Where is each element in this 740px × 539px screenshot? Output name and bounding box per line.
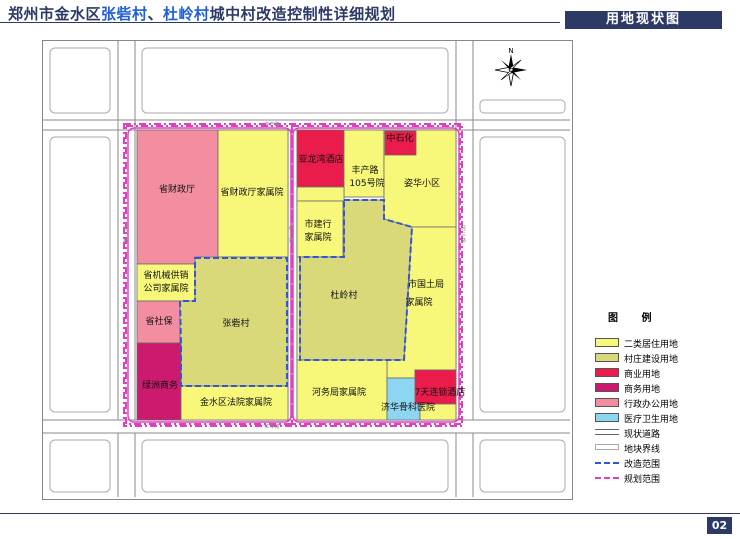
parcel-south-strip bbox=[419, 403, 457, 421]
parcel-fayuan-residential bbox=[180, 385, 289, 421]
label-guotu-line2: 家属院 bbox=[405, 298, 433, 308]
label-fengchan-line2: 105号院 bbox=[349, 179, 385, 189]
legend-label: 改造范围 bbox=[624, 460, 661, 470]
label-jianhang-line2: 家属院 bbox=[304, 233, 332, 243]
legend-label: 二类居住用地 bbox=[624, 340, 679, 350]
page-title: 郑州市金水区张砦村、杜岭村城中村改造控制性详细规划 bbox=[8, 5, 396, 23]
parcel-hewu-residential bbox=[296, 359, 388, 421]
legend-label: 规划范围 bbox=[624, 475, 661, 485]
plan-boundary-east bbox=[291, 125, 461, 425]
label-zihua: 姿华小区 bbox=[403, 179, 441, 189]
renovation-boundary-duling bbox=[299, 199, 414, 361]
legend-label: 行政办公用地 bbox=[624, 400, 679, 410]
label-qitian: 7天连锁酒店 bbox=[414, 388, 466, 398]
road-label-west: 经一路 bbox=[123, 226, 129, 244]
parcel-qitian bbox=[414, 369, 457, 405]
label-duling: 杜岭村 bbox=[330, 291, 358, 301]
outer-blocks bbox=[49, 47, 566, 493]
legend-swatch bbox=[595, 477, 619, 479]
footer-rule bbox=[0, 513, 740, 514]
label-lvzhou: 绿洲商务 bbox=[141, 381, 179, 391]
parcel-caizhengting bbox=[136, 129, 219, 265]
legend-label: 地块界线 bbox=[624, 445, 661, 455]
label-jihua: 济华骨科医院 bbox=[380, 403, 436, 413]
page-number: 02 bbox=[707, 517, 732, 534]
legend-swatch bbox=[595, 338, 619, 347]
legend-swatch bbox=[595, 444, 619, 450]
road-label-south: 红专路 bbox=[264, 424, 280, 430]
renovation-boundary-zhangzhai bbox=[178, 257, 288, 387]
label-jianhang-line1: 市建行 bbox=[304, 220, 332, 230]
label-jixie-line2: 公司家属院 bbox=[143, 284, 189, 294]
label-caizhengting-residential: 省财政厅家属院 bbox=[220, 188, 284, 198]
label-yalongwan: 亚龙湾酒店 bbox=[298, 155, 344, 165]
legend-swatch bbox=[595, 429, 619, 435]
legend-swatch bbox=[595, 413, 619, 422]
legend-swatch bbox=[595, 368, 619, 377]
legend-label: 医疗卫生用地 bbox=[624, 415, 679, 425]
label-shebao: 省社保 bbox=[145, 317, 173, 327]
legend-label: 现状道路 bbox=[624, 430, 661, 440]
land-parcels bbox=[136, 129, 457, 421]
north-label: N bbox=[508, 47, 513, 55]
legend-label: 村庄建设用地 bbox=[624, 355, 679, 365]
label-zhongshihua: 中石化 bbox=[386, 134, 414, 144]
parcel-caizhengting-residential bbox=[217, 129, 289, 258]
label-zhangzhai: 张砦村 bbox=[222, 319, 250, 329]
road-label-north: 丰产路 bbox=[264, 122, 280, 128]
section-label: 用地现状图 bbox=[565, 11, 722, 29]
road-label-east: 经三路 bbox=[461, 226, 467, 244]
label-fayuan: 金水区法院家属院 bbox=[199, 398, 273, 408]
renovation-boundary bbox=[178, 199, 414, 387]
plan-boundary bbox=[123, 123, 463, 427]
label-jixie-line1: 省机械供销 bbox=[143, 271, 189, 281]
legend-swatch bbox=[595, 462, 619, 464]
plan-boundary-outer bbox=[123, 123, 463, 427]
north-arrow-icon: N bbox=[490, 46, 532, 94]
legend-label: 商业用地 bbox=[624, 370, 661, 380]
parcel-jixie-residential bbox=[136, 263, 196, 302]
label-hewu: 河务局家属院 bbox=[311, 388, 367, 398]
plan-boundary-west-inner bbox=[127, 127, 292, 423]
legend-swatch bbox=[595, 398, 619, 407]
parcel-lvzhou bbox=[136, 342, 182, 421]
label-guotu-line1: 市国土局 bbox=[407, 280, 445, 290]
parcel-jianhang-inner bbox=[296, 200, 344, 258]
legend-swatch bbox=[595, 353, 619, 362]
label-fengchan-line1: 丰产路 bbox=[351, 166, 379, 176]
label-caizhengting: 省财政厅 bbox=[158, 185, 196, 195]
plan-boundary-east-inner bbox=[292, 127, 460, 423]
legend-swatch bbox=[595, 383, 619, 392]
parcel-fengchan-residential bbox=[343, 129, 385, 198]
legend-label: 商务用地 bbox=[624, 385, 661, 395]
legend-title: 图 例 bbox=[608, 313, 662, 324]
parcel-zhongshihua bbox=[384, 130, 417, 156]
road-label-middle: 经二路 bbox=[289, 226, 295, 244]
title-underline bbox=[0, 22, 560, 23]
parcel-yalongwan bbox=[296, 129, 345, 188]
